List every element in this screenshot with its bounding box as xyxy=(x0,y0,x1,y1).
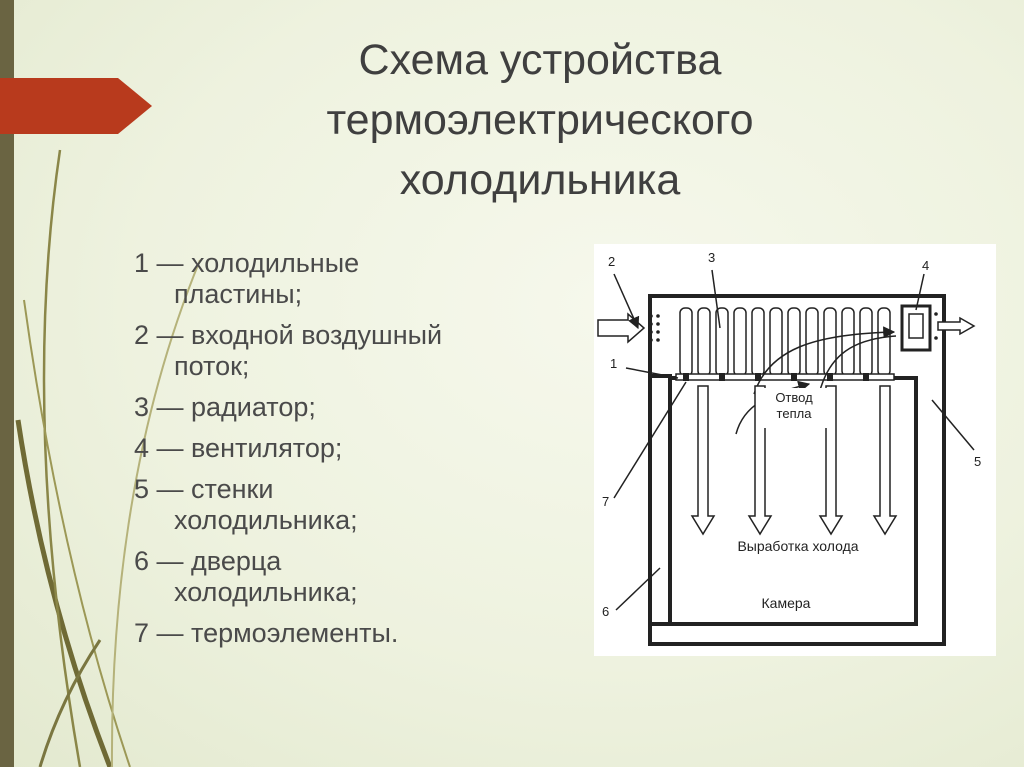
legend-text: 4 — вентилятор; xyxy=(134,433,343,463)
grass-stem-4 xyxy=(110,259,201,767)
title-line-2: термоэлектрического xyxy=(326,96,754,144)
callout-leader-3 xyxy=(711,269,721,329)
legend-text: 3 — радиатор; xyxy=(134,392,316,422)
cold-arrow xyxy=(818,385,844,536)
callout-4: 4 xyxy=(922,258,929,273)
inlet-vent xyxy=(649,314,660,342)
title-line-1: Схема устройства xyxy=(358,36,722,84)
legend-list: 1 — холодильные пластины; 2 — входной во… xyxy=(134,248,574,659)
legend-text-continued: холодильника; xyxy=(174,577,358,607)
side-bar xyxy=(0,0,14,767)
thermoelement xyxy=(755,373,761,381)
inlet-airflow-arrow xyxy=(597,312,646,344)
thermoelements xyxy=(683,373,869,381)
chamber-label: Камера xyxy=(762,595,811,611)
cold-label-bg xyxy=(720,536,880,554)
thermoelement xyxy=(719,373,725,381)
callout-leader-2 xyxy=(613,273,640,330)
callout-2: 2 xyxy=(608,254,615,269)
refrigerator-diagram: Отвод тепла Выработка холода Камера 1 2 … xyxy=(594,244,996,656)
legend-text-continued: поток; xyxy=(174,351,250,381)
heat-removal-label-1: Отвод xyxy=(775,390,813,405)
radiator-fin xyxy=(715,307,729,377)
cold-arrow xyxy=(690,385,716,536)
radiator-fin xyxy=(751,307,765,377)
legend-text: 1 — холодильные xyxy=(134,248,360,278)
radiator-fin xyxy=(733,307,747,377)
radiator-fin xyxy=(787,307,801,377)
heat-removal-box xyxy=(762,388,830,428)
legend-item-7: 7 — термоэлементы. xyxy=(134,618,574,649)
outlet-vent xyxy=(934,312,938,340)
outlet-airflow-arrow xyxy=(937,316,976,336)
radiator-fin xyxy=(877,307,891,377)
legend-text-continued: пластины; xyxy=(174,279,303,309)
callout-6: 6 xyxy=(602,604,609,619)
radiator-fin xyxy=(679,307,693,377)
cold-plate xyxy=(675,373,895,381)
legend-item-6: 6 — дверца холодильника; xyxy=(134,546,574,608)
legend-text: 2 — входной воздушный xyxy=(134,320,443,350)
thermoelement xyxy=(791,373,797,381)
thermoelement xyxy=(863,373,869,381)
slide-title: Схема устройства термоэлектрического хол… xyxy=(220,30,860,210)
title-line-3: холодильника xyxy=(399,156,681,204)
radiator xyxy=(679,307,891,377)
callout-leader-5 xyxy=(931,399,975,451)
legend-text: 5 — стенки xyxy=(134,474,274,504)
legend-item-4: 4 — вентилятор; xyxy=(134,433,574,464)
callout-1: 1 xyxy=(610,356,617,371)
cold-generation-label: Выработка холода xyxy=(737,538,858,554)
callout-7: 7 xyxy=(602,494,609,509)
legend-item-2: 2 — входной воздушный поток; xyxy=(134,320,574,382)
legend-text-continued: холодильника; xyxy=(174,505,358,535)
legend-text: 7 — термоэлементы. xyxy=(134,618,399,648)
callout-3: 3 xyxy=(708,250,715,265)
cold-arrow xyxy=(872,385,898,536)
fan-blade xyxy=(908,313,924,339)
airflow-curve xyxy=(753,326,896,395)
heat-removal-label-2: тепла xyxy=(777,406,813,421)
airflow-curve xyxy=(818,335,897,395)
callout-leader-6 xyxy=(615,567,661,611)
callout-5: 5 xyxy=(974,454,981,469)
legend-item-3: 3 — радиатор; xyxy=(134,392,574,423)
legend-text: 6 — дверца xyxy=(134,546,282,576)
radiator-fin xyxy=(697,307,711,377)
callout-leader-4 xyxy=(915,273,925,311)
legend-item-5: 5 — стенки холодильника; xyxy=(134,474,574,536)
thermoelement xyxy=(827,373,833,381)
radiator-fin xyxy=(841,307,855,377)
legend-item-1: 1 — холодильные пластины; xyxy=(134,248,574,310)
callout-leader-1 xyxy=(625,367,679,379)
fan-housing xyxy=(900,304,932,352)
grass-stem-1 xyxy=(15,419,113,767)
grass-stem-5 xyxy=(38,639,102,767)
grass-stem-2 xyxy=(42,149,82,767)
accent-arrow xyxy=(0,78,152,134)
thermoelement xyxy=(683,373,689,381)
radiator-fin xyxy=(823,307,837,377)
callout-leader-7 xyxy=(613,381,687,499)
